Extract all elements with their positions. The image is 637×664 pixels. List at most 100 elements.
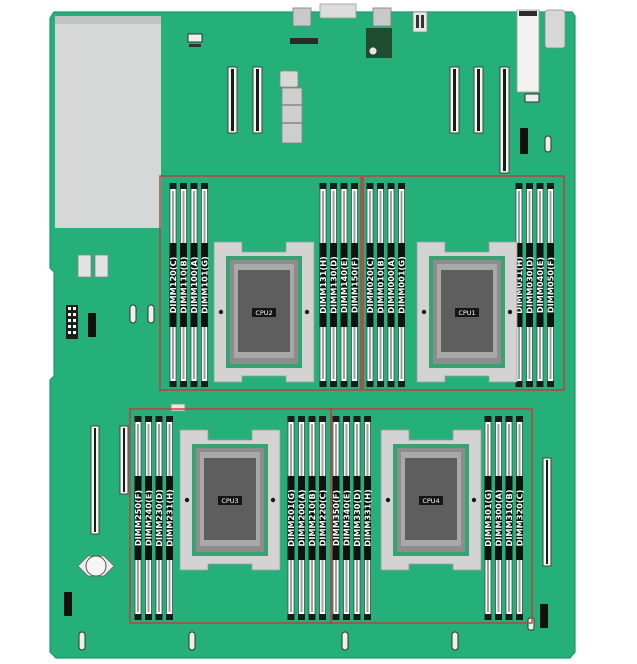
fan-connector	[147, 304, 155, 324]
dimm-slot[interactable]: DIMM150(F)	[350, 183, 360, 387]
fan-connector	[341, 631, 349, 651]
dimm-label: DIMM031(H)	[514, 256, 524, 314]
dimm-group-cpu1-left: DIMM020(C)DIMM010(B)DIMM000(A)DIMM001(G)	[365, 183, 407, 387]
dimm-slot[interactable]: DIMM331(H)	[363, 416, 373, 620]
dimm-slot[interactable]: DIMM210(B)	[307, 416, 317, 620]
dimm-slot[interactable]: DIMM340(E)	[342, 416, 352, 620]
dimm-label: DIMM150(F)	[350, 257, 360, 314]
cpu2-socket: CPU2	[213, 241, 315, 383]
dimm-slot[interactable]: DIMM350(F)	[331, 416, 341, 620]
dimm-label: DIMM100(A)	[189, 256, 199, 313]
dimm-group-cpu3-right: DIMM201(G)DIMM200(A)DIMM210(B)DIMM220(C)	[286, 416, 328, 620]
cmos-battery	[77, 555, 115, 577]
small-connector	[189, 44, 201, 47]
sata-connector	[94, 254, 109, 278]
pin-header	[64, 592, 72, 616]
dimm-slot[interactable]: DIMM250(F)	[133, 416, 143, 620]
dimm-slot[interactable]: DIMM310(B)	[504, 416, 514, 620]
dimm-group-cpu4-right: DIMM301(G)DIMM300(A)DIMM310(B)DIMM320(C)	[483, 416, 525, 620]
dimm-label: DIMM220(C)	[318, 489, 328, 546]
psu-cage	[55, 16, 161, 228]
dimm-slot[interactable]: DIMM300(A)	[494, 416, 504, 620]
dimm-label: DIMM230(D)	[154, 489, 164, 547]
pcie-slot	[542, 457, 552, 567]
header-pins	[290, 38, 318, 44]
dimm-label: DIMM201(G)	[286, 489, 296, 547]
m2-connector	[279, 70, 299, 88]
dimm-label: DIMM310(B)	[504, 489, 514, 546]
m2-slot	[281, 87, 303, 144]
pin-header	[88, 313, 96, 337]
dimm-slot[interactable]: DIMM320(C)	[515, 416, 525, 620]
cpu1-socket: CPU1	[416, 241, 518, 383]
dimm-group-cpu2-left: DIMM120(C)DIMM110(B)DIMM100(A)DIMM101(G)	[168, 183, 210, 387]
pcie-slot	[119, 425, 129, 495]
dimm-label: DIMM330(D)	[352, 489, 362, 547]
m2-slot-divider	[282, 104, 302, 106]
dimm-label: DIMM131(H)	[318, 256, 328, 314]
pcie-slot	[90, 425, 100, 535]
dimm-slot[interactable]: DIMM040(E)	[535, 183, 545, 387]
power-connector-pins	[68, 307, 76, 334]
small-connector	[187, 33, 203, 43]
small-connector	[170, 403, 186, 412]
dimm-label: DIMM050(F)	[546, 257, 556, 314]
dimm-slot[interactable]: DIMM231(H)	[165, 416, 175, 620]
pin-header	[540, 604, 548, 628]
small-connector	[524, 93, 540, 103]
dimm-slot[interactable]: DIMM301(G)	[483, 416, 493, 620]
dimm-slot[interactable]: DIMM200(A)	[297, 416, 307, 620]
dimm-slot[interactable]: DIMM230(D)	[154, 416, 164, 620]
rear-io-connector	[319, 3, 357, 19]
dimm-label: DIMM240(E)	[144, 490, 154, 547]
dimm-slot[interactable]: DIMM131(H)	[318, 183, 328, 387]
dimm-slot[interactable]: DIMM010(B)	[376, 183, 386, 387]
dimm-slot[interactable]: DIMM110(B)	[179, 183, 189, 387]
dimm-label: DIMM101(G)	[200, 256, 210, 314]
dimm-label: DIMM350(F)	[331, 490, 341, 547]
dimm-slot[interactable]: DIMM240(E)	[144, 416, 154, 620]
dimm-label: DIMM320(C)	[515, 489, 525, 546]
dimm-slot[interactable]: DIMM050(F)	[546, 183, 556, 387]
dimm-label: DIMM340(E)	[342, 490, 352, 547]
cpu2-region	[159, 175, 362, 391]
riser-latch	[544, 9, 566, 49]
dimm-slot[interactable]: DIMM120(C)	[168, 183, 178, 387]
fan-connector	[527, 617, 535, 631]
dimm-slot[interactable]: DIMM030(D)	[525, 183, 535, 387]
dimm-slot[interactable]: DIMM031(H)	[514, 183, 524, 387]
fan-connector	[188, 631, 196, 651]
dimm-slot[interactable]: DIMM330(D)	[352, 416, 362, 620]
rear-io-connector	[372, 7, 392, 27]
fan-connector	[544, 135, 552, 153]
dimm-label: DIMM000(A)	[386, 256, 396, 313]
pin-header	[520, 128, 528, 154]
cpu2-label: CPU2	[255, 309, 272, 317]
dimm-label: DIMM001(G)	[397, 256, 407, 314]
dimm-label: DIMM210(B)	[307, 489, 317, 546]
dimm-slot[interactable]: DIMM020(C)	[365, 183, 375, 387]
dimm-label: DIMM020(C)	[365, 256, 375, 313]
dimm-group-cpu3-left: DIMM250(F)DIMM240(E)DIMM230(D)DIMM231(H)	[133, 416, 175, 620]
dimm-slot[interactable]: DIMM000(A)	[386, 183, 396, 387]
riser-slot	[516, 9, 540, 93]
psu-shadow	[55, 16, 161, 24]
dimm-slot[interactable]: DIMM201(G)	[286, 416, 296, 620]
dimm-slot[interactable]: DIMM130(D)	[329, 183, 339, 387]
pcie-slot	[449, 66, 460, 134]
dimm-slot[interactable]: DIMM220(C)	[318, 416, 328, 620]
bmc-module	[366, 28, 392, 58]
dimm-slot[interactable]: DIMM001(G)	[397, 183, 407, 387]
dimm-slot[interactable]: DIMM101(G)	[200, 183, 210, 387]
sata-connector	[77, 254, 92, 278]
dimm-slot[interactable]: DIMM100(A)	[189, 183, 199, 387]
cpu3-label: CPU3	[221, 497, 238, 505]
dimm-label: DIMM120(C)	[168, 256, 178, 313]
dimm-slot[interactable]: DIMM140(E)	[339, 183, 349, 387]
pcie-slot	[473, 66, 484, 134]
cpu4-label: CPU4	[422, 497, 439, 505]
pcie-slot	[499, 66, 510, 174]
rear-io-connector	[292, 7, 312, 27]
fan-connector	[78, 631, 86, 651]
